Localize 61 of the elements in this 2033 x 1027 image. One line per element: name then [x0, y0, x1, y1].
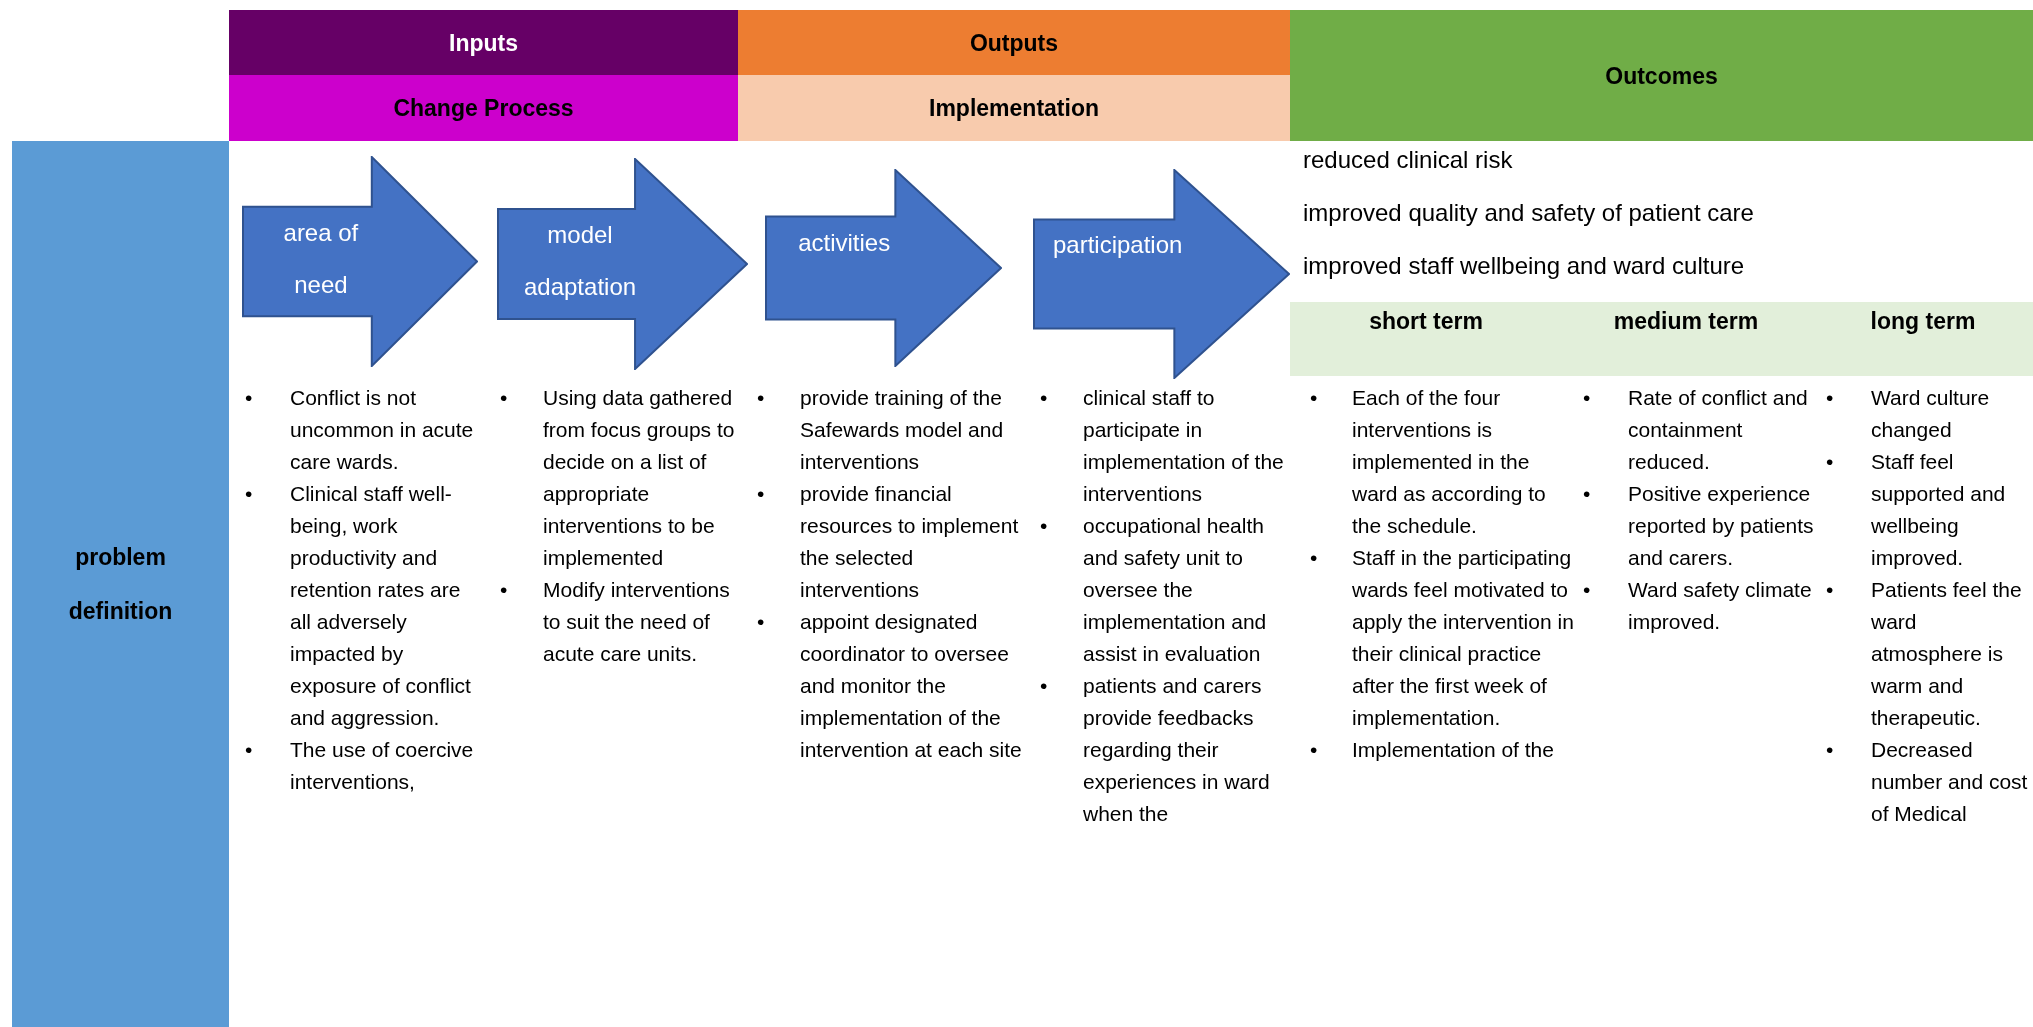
term-header-band: [1290, 302, 2033, 376]
bullet-marker: •: [757, 481, 765, 507]
header-band: [1290, 10, 2033, 141]
header-text: Outcomes: [1605, 62, 1718, 89]
bullet-text: patients and carers provide feedbacks regarding their experiences in ward when the: [1083, 673, 1271, 827]
bullet-marker: •: [1310, 545, 1318, 571]
outcome-text: improved staff wellbeing and ward culture: [1303, 252, 1745, 280]
bullet-text: Positive experience reported by patients and carers.: [1628, 481, 1815, 571]
bullet-marker: •: [1310, 385, 1318, 411]
header-text: Inputs: [449, 29, 518, 56]
bullet-text: Conflict is not uncommon in acute care wards.: [290, 385, 475, 475]
bullet-text: Ward culture changed: [1871, 385, 1991, 443]
bullet-text: Staff feel supported and wellbeing improved.: [1871, 449, 2007, 571]
bullet-text: Implementation of the: [1352, 737, 1555, 763]
header-band: [738, 10, 1290, 75]
bullet-marker: •: [1583, 481, 1591, 507]
column-heading: medium term: [1613, 308, 1759, 335]
bullet-marker: •: [1826, 385, 1834, 411]
outcome-text: improved quality and safety of patient care: [1303, 199, 1754, 227]
header-band: [229, 75, 738, 141]
bullet-text: Using data gathered from focus groups to decide on a list of appropriate interventions to be implemented: [543, 385, 736, 571]
arrow-label: area of need: [282, 217, 360, 300]
header-band: [738, 75, 1290, 141]
bullet-text: Clinical staff well-being, work productivity and retention rates are all adversely impacted by exposure of conflict and aggression.: [290, 481, 472, 731]
header-text: problem definition: [67, 543, 174, 626]
bullet-text: appoint designated coordinator to oversee and monitor the implementation of the intervention at each site: [800, 609, 1023, 763]
bullet-marker: •: [245, 737, 253, 763]
bullet-text: Each of the four interventions is implemented in the ward as according to the schedule.: [1352, 385, 1547, 539]
bullet-marker: •: [1583, 577, 1591, 603]
column-heading: long term: [1870, 308, 1976, 335]
bullet-marker: •: [1583, 385, 1591, 411]
header-band: [12, 141, 229, 1027]
bullet-marker: •: [1040, 385, 1048, 411]
column-heading: short term: [1369, 308, 1483, 335]
bullet-marker: •: [245, 385, 253, 411]
bullet-marker: •: [1310, 737, 1318, 763]
header-band: [229, 10, 738, 75]
bullet-marker: •: [1040, 513, 1048, 539]
bullet-marker: •: [245, 481, 253, 507]
bullet-marker: •: [757, 609, 765, 635]
bullet-text: Decreased number and cost of Medical: [1871, 737, 2029, 827]
bullet-marker: •: [757, 385, 765, 411]
bullet-text: Ward safety climate improved.: [1628, 577, 1813, 635]
bullet-marker: •: [1826, 577, 1834, 603]
bullet-marker: •: [500, 385, 508, 411]
header-text: Outputs: [969, 29, 1059, 56]
arrow-label: participation: [1051, 230, 1184, 261]
arrow-label: model adaptation: [522, 219, 638, 302]
bullet-text: The use of coercive interventions,: [290, 737, 475, 795]
bullet-text: Modify interventions to suit the need of acute care units.: [543, 577, 731, 667]
arrow-label: activities: [797, 227, 892, 258]
header-text: Change Process: [393, 94, 574, 122]
outcome-text: reduced clinical risk: [1303, 146, 1513, 174]
bullet-marker: •: [500, 577, 508, 603]
bullet-marker: •: [1826, 737, 1834, 763]
bullet-text: Staff in the participating wards feel motivated to apply the intervention in their clinical practice after the first week of implementation.: [1352, 545, 1574, 731]
bullet-marker: •: [1826, 449, 1834, 475]
header-text: Implementation: [929, 94, 1099, 122]
bullet-marker: •: [1040, 673, 1048, 699]
bullet-text: Rate of conflict and containment reduced.: [1628, 385, 1809, 475]
bullet-text: Patients feel the ward atmosphere is warm and therapeutic.: [1871, 577, 2023, 731]
